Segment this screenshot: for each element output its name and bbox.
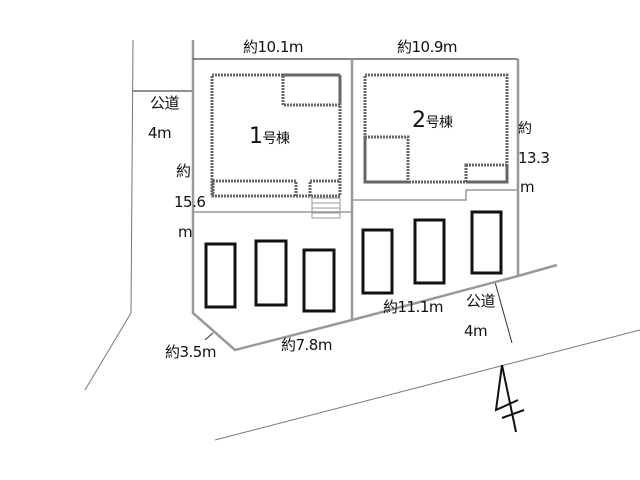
west-road-name: 公道: [150, 94, 180, 112]
building2-outline: [363, 73, 509, 184]
lot2-fence: [352, 189, 518, 201]
parking-space: [413, 218, 446, 285]
lot2-depth-value: 13.3: [518, 149, 550, 167]
lot1-depth-unit: m: [178, 223, 193, 241]
building2-number: 2: [412, 108, 426, 133]
lot1-depth-value: 15.6: [174, 193, 206, 211]
frontage-right-label: 約11.1m: [383, 298, 444, 316]
building1-suffix: 号棟: [262, 131, 291, 147]
lot2-width-label: 約10.9m: [397, 38, 458, 56]
building2-room: [363, 135, 410, 184]
lot2-depth-prefix: 約: [518, 121, 532, 137]
lot2-depth-unit: m: [520, 178, 535, 196]
west-road-width: 4m: [148, 124, 172, 142]
parking-space: [302, 248, 336, 313]
building1-number: 1: [249, 124, 263, 149]
building1-room: [281, 73, 342, 107]
building2-entry: [464, 163, 509, 184]
parking-space: [254, 239, 288, 307]
parking-space: [204, 242, 237, 309]
building2-label: 2号棟: [412, 110, 453, 132]
building2-suffix: 号棟: [425, 115, 454, 131]
corner-cut-label: 約3.5m: [165, 343, 216, 361]
lot1-width-label: 約10.1m: [243, 38, 304, 56]
lot1-depth-prefix: 約: [176, 162, 191, 180]
building1-label: 1号棟: [249, 126, 290, 148]
frontage-left-label: 約7.8m: [281, 336, 332, 354]
west-road-edge: [130, 39, 134, 314]
north-arrow-icon: [494, 364, 525, 433]
building1-porch: [211, 179, 298, 198]
lot-boundary: [191, 40, 558, 352]
parking-space: [470, 210, 503, 275]
building1-entry: [308, 179, 342, 198]
building1-stairs: [311, 197, 341, 219]
south-road-far-edge: [214, 329, 640, 441]
west-road-corner: [84, 312, 132, 391]
south-road-width: 4m: [464, 322, 488, 340]
south-road-name: 公道: [466, 292, 496, 310]
parking-space: [361, 228, 394, 295]
south-road-width-line: [494, 281, 513, 344]
corner-dim-tick: [204, 332, 214, 341]
